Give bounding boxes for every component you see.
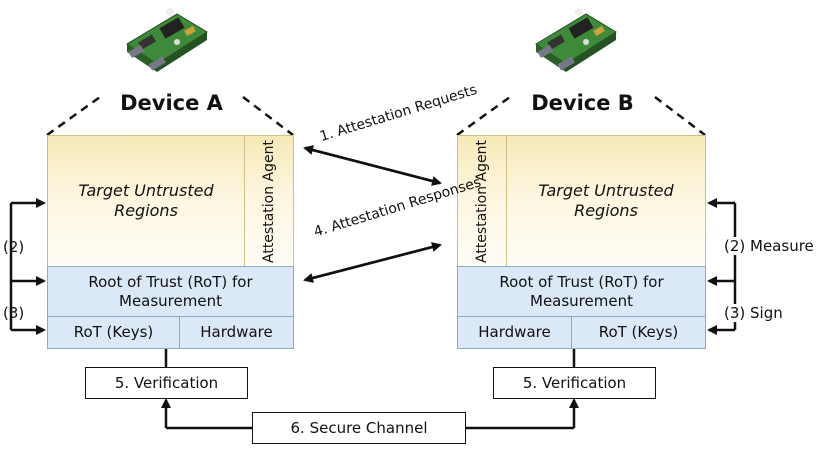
device-b-measure-label: (2) Measure [722, 237, 816, 255]
device-b-verification-label: 5. Verification [522, 374, 627, 392]
device-b-board-image [535, 8, 617, 72]
device-b-rot-keys-label: RoT (Keys) [598, 323, 679, 341]
device-b-attestation-agent: Attestation Agent [457, 135, 507, 267]
device-b-target-regions-label: Target Untrusted Regions [538, 181, 674, 220]
device-a-title: Device A [120, 91, 223, 115]
device-b-sign-label: (3) Sign [722, 304, 785, 322]
device-b-verification: 5. Verification [493, 367, 656, 399]
device-b-title: Device B [531, 91, 634, 115]
device-a-board-image [126, 8, 208, 72]
device-a-verification: 5. Verification [85, 367, 248, 399]
device-b-hardware: Hardware [457, 316, 572, 349]
device-a-verification-label: 5. Verification [114, 374, 219, 392]
device-a-rot-keys: RoT (Keys) [47, 316, 180, 349]
secure-channel-box: 6. Secure Channel [252, 412, 466, 444]
device-a-target-regions: Target Untrusted Regions [47, 135, 245, 267]
device-a-hardware: Hardware [179, 316, 294, 349]
device-b-rot-measurement-label: Root of Trust (RoT) for Measurement [499, 272, 664, 310]
device-b-hardware-label: Hardware [478, 323, 551, 341]
device-a-step-2-label: (2) [3, 238, 25, 256]
secure-channel-label: 6. Secure Channel [290, 419, 428, 437]
device-a-hardware-label: Hardware [200, 323, 273, 341]
device-a-attestation-agent: Attestation Agent [244, 135, 294, 267]
device-a-attestation-agent-label: Attestation Agent [260, 139, 277, 263]
device-b-attestation-agent-label: Attestation Agent [473, 139, 490, 263]
device-b-rot-measurement: Root of Trust (RoT) for Measurement [457, 266, 706, 317]
device-a-target-regions-label: Target Untrusted Regions [78, 181, 214, 220]
device-a-rot-measurement-label: Root of Trust (RoT) for Measurement [88, 272, 253, 310]
device-a-rot-measurement: Root of Trust (RoT) for Measurement [47, 266, 294, 317]
device-b-target-regions: Target Untrusted Regions [506, 135, 706, 267]
device-a-step-3-label: (3) [3, 304, 25, 322]
device-a-rot-keys-label: RoT (Keys) [73, 323, 154, 341]
device-b-rot-keys: RoT (Keys) [571, 316, 706, 349]
